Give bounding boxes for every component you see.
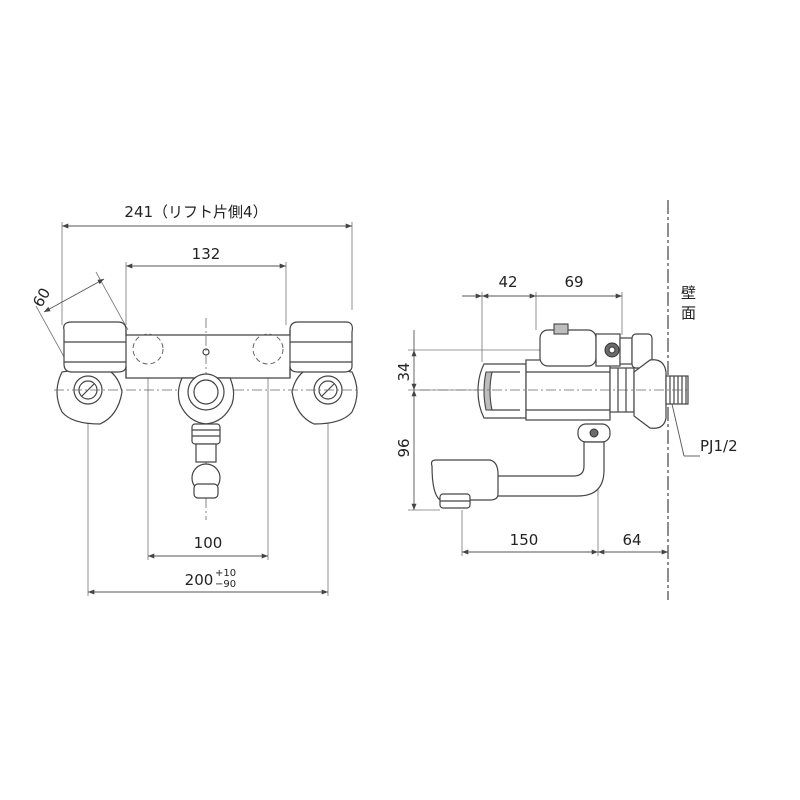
side-view: 壁 面 42 69 34 96 bbox=[395, 200, 738, 600]
dim-150-label: 150 bbox=[510, 531, 539, 549]
dim-angle-label: 60 bbox=[29, 285, 54, 311]
front-view: 241（リフト片側4） 132 60 bbox=[29, 203, 360, 596]
dim-handles-label: 132 bbox=[192, 245, 221, 263]
dim-69-label: 69 bbox=[564, 273, 583, 291]
outlet-assembly bbox=[177, 373, 235, 499]
dim-inner-label: 100 bbox=[194, 534, 223, 552]
pipe-thread-leader bbox=[671, 403, 685, 457]
dim-pitch-tol-plus: +10 bbox=[215, 568, 236, 579]
dim-34-label: 34 bbox=[395, 362, 413, 381]
dim-overall-label: 241（リフト片側4） bbox=[124, 203, 267, 221]
pipe-thread-label: PJ1/2 bbox=[700, 437, 738, 455]
dim-42-label: 42 bbox=[498, 273, 517, 291]
dim-line-angle bbox=[43, 278, 105, 313]
faucet-body bbox=[54, 318, 360, 520]
dim-pitch-label: 200 bbox=[185, 571, 214, 589]
dim-pitch-tol-minus: −90 bbox=[215, 579, 236, 590]
dim-96-label: 96 bbox=[395, 438, 413, 457]
side-body bbox=[420, 323, 690, 509]
dim-64-label: 64 bbox=[622, 531, 641, 549]
wall-label-top: 壁 bbox=[681, 284, 696, 302]
right-union bbox=[291, 365, 358, 425]
wall-label-bottom: 面 bbox=[681, 304, 696, 322]
left-union bbox=[56, 365, 123, 425]
